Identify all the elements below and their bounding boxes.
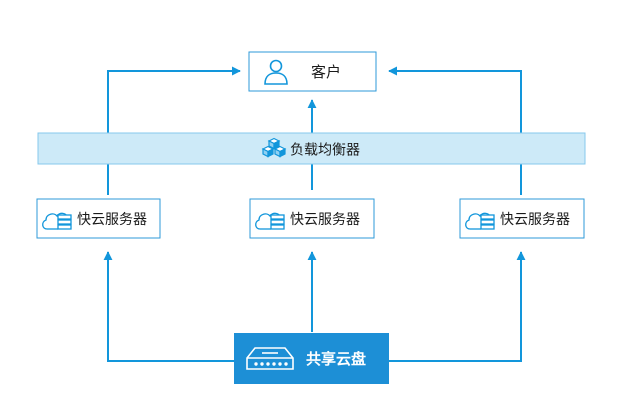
load-balancer-bar (37, 132, 586, 165)
server-label-2: 快云服务器 (290, 212, 360, 228)
cubes-icon (261, 137, 287, 158)
client-node: 客户 (248, 51, 377, 92)
cloud-server-icon (255, 212, 285, 230)
connector-storage-to-right-server (389, 251, 526, 362)
server-label-1: 快云服务器 (77, 212, 147, 228)
load-balancer-label: 负载均衡器 (290, 143, 360, 159)
server-node-1: 快云服务器 (36, 198, 161, 239)
user-icon (264, 59, 288, 85)
connector-storage-to-left-server (103, 251, 234, 362)
server-label-3: 快云服务器 (500, 212, 570, 228)
cloud-server-icon (42, 212, 72, 230)
server-node-2: 快云服务器 (249, 198, 375, 239)
storage-label: 共享云盘 (306, 350, 366, 368)
client-label: 客户 (311, 63, 341, 81)
load-balancer-node: 负载均衡器 (37, 132, 586, 165)
cloud-server-icon (465, 212, 495, 230)
server-box-1 (36, 198, 161, 239)
storage-device-icon (246, 347, 294, 370)
server-node-3: 快云服务器 (459, 198, 585, 239)
storage-node: 共享云盘 (234, 333, 389, 384)
